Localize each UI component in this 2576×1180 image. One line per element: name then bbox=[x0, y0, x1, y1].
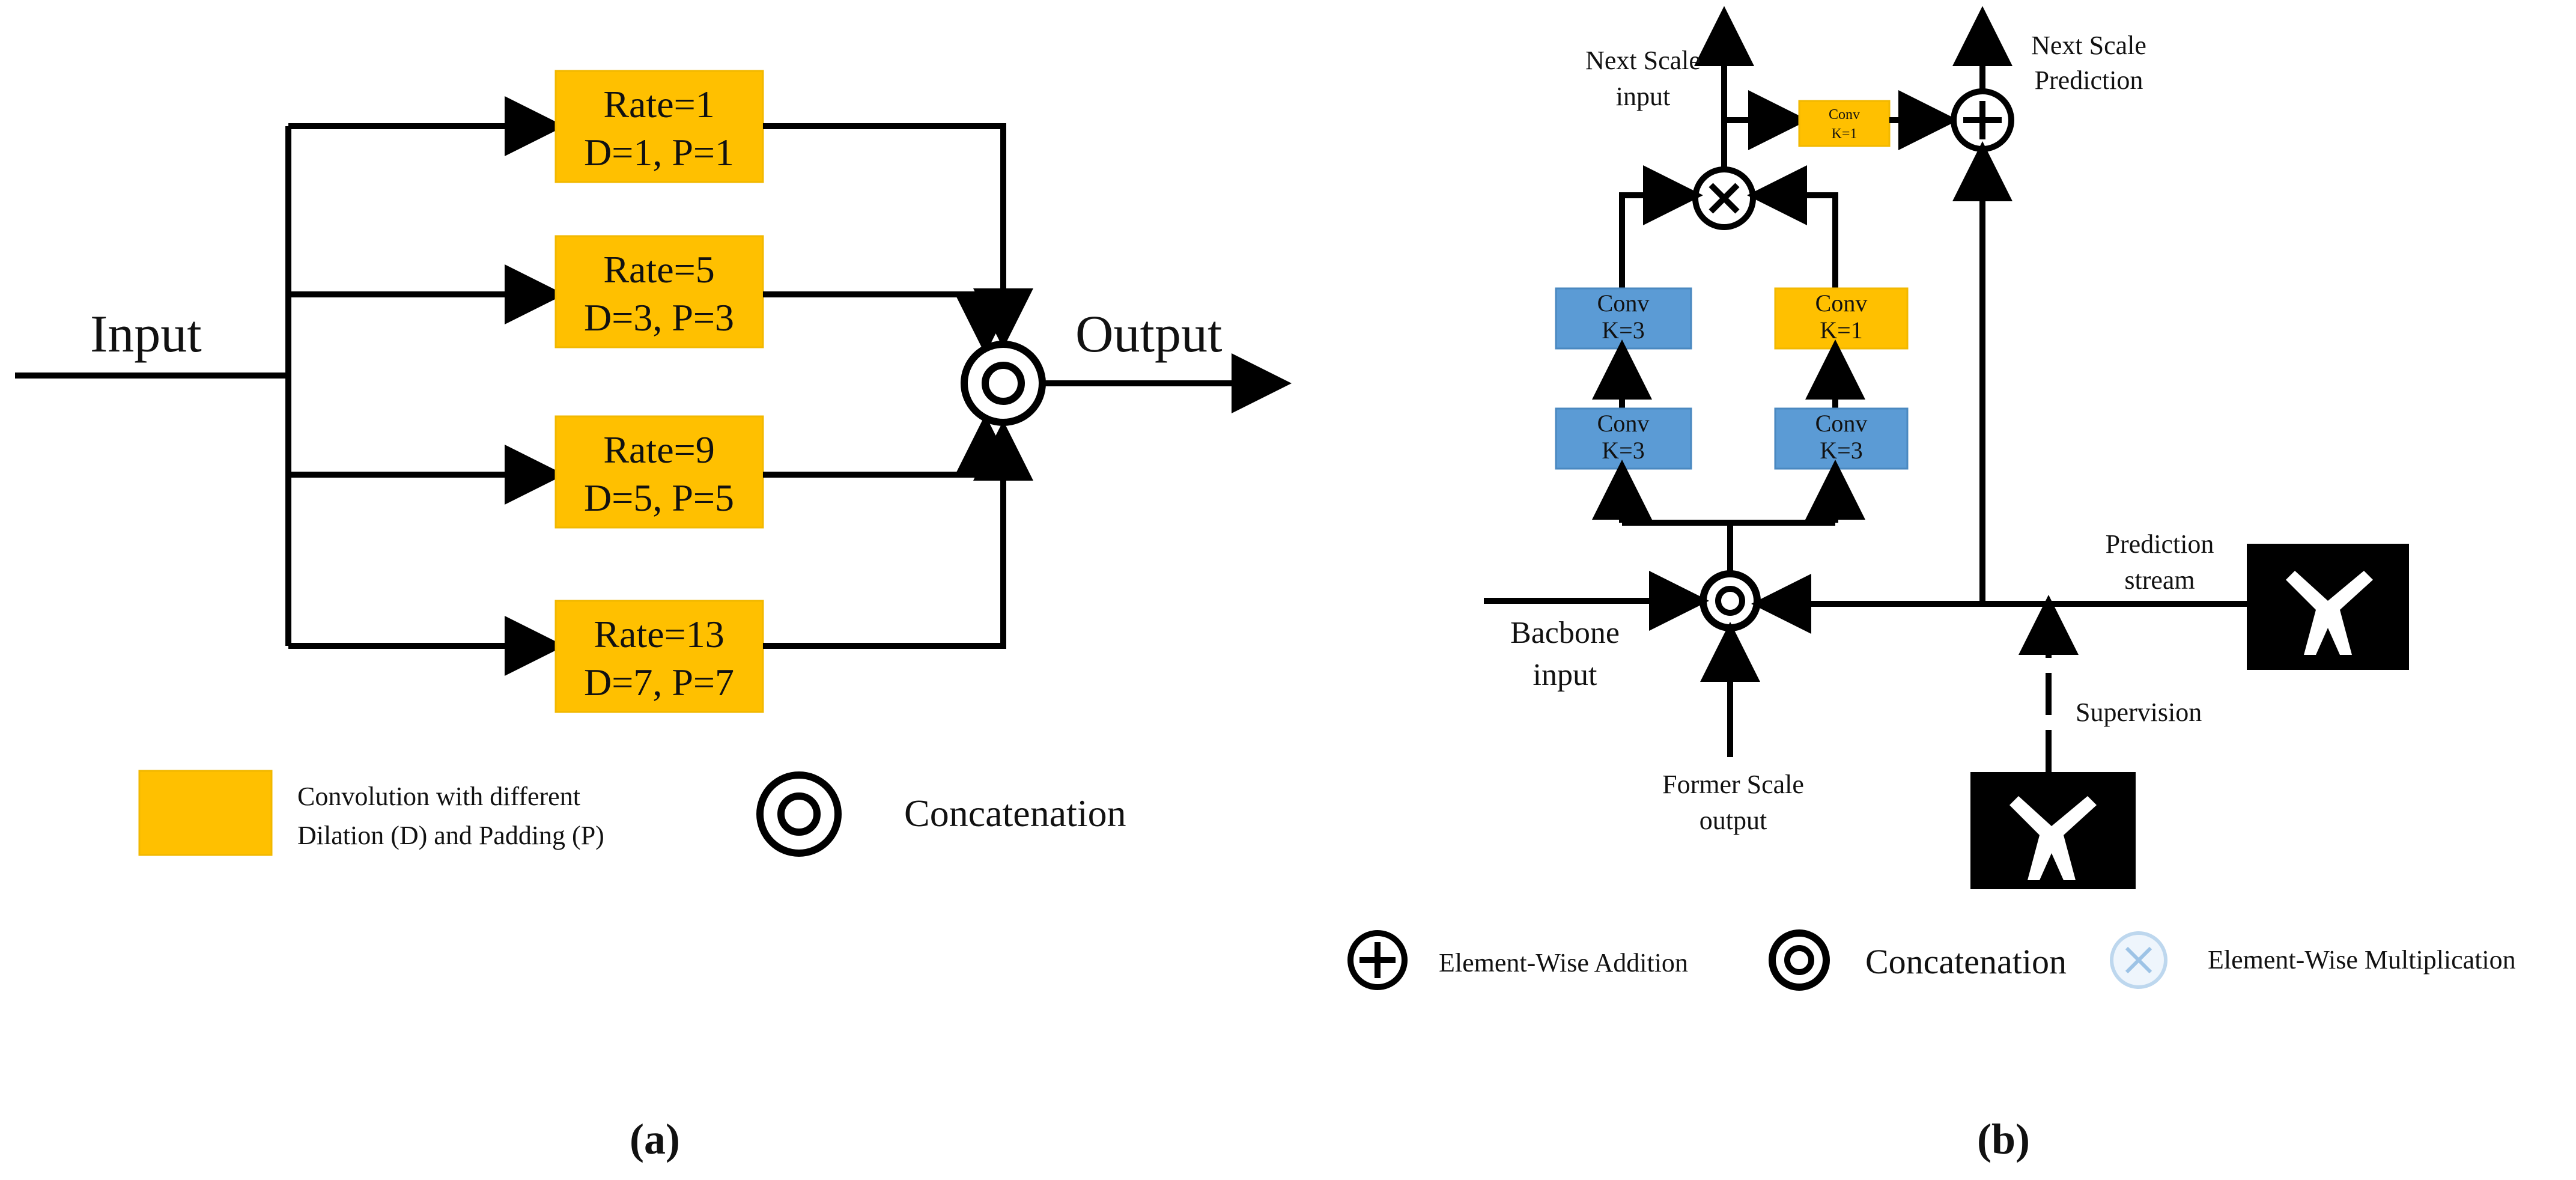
block-4-line1: Rate=13 bbox=[594, 613, 724, 655]
multiplication-symbol-b bbox=[1692, 166, 1756, 230]
conv-block-top-left bbox=[1555, 287, 1692, 350]
block-1-line1: Rate=1 bbox=[603, 83, 714, 126]
legend-conv-line1: Convolution with different bbox=[297, 782, 580, 811]
supervision-label: Supervision bbox=[2076, 698, 2202, 727]
next-scale-prediction-line2: Prediction bbox=[2035, 65, 2143, 95]
block3-to-concat bbox=[763, 415, 1015, 478]
right-branch-to-mult bbox=[1747, 165, 1838, 288]
legend-addition-icon bbox=[1347, 930, 1408, 990]
prediction-stream-line1: Prediction bbox=[2106, 529, 2214, 559]
block-3-line1: Rate=9 bbox=[603, 428, 714, 471]
conv-bottom-left-line1: Conv bbox=[1597, 410, 1650, 437]
legend-addition-label: Element-Wise Addition bbox=[1439, 948, 1688, 978]
conv-block-bottom-left bbox=[1555, 407, 1692, 470]
addition-symbol-b bbox=[1951, 88, 2014, 152]
backbone-input-line2: input bbox=[1533, 658, 1597, 692]
ground-truth-image bbox=[1970, 772, 2136, 889]
prediction-stream-line2: stream bbox=[2124, 565, 2195, 595]
small-conv-block bbox=[1798, 100, 1891, 147]
caption-b: (b) bbox=[1977, 1115, 2030, 1163]
concat-symbol-b bbox=[1700, 570, 1761, 631]
conv-bottom-left-line2: K=3 bbox=[1602, 437, 1644, 464]
caption-a: (a) bbox=[630, 1115, 680, 1163]
small-conv-line1: Conv bbox=[1829, 107, 1860, 123]
legend-multiplication-label: Element-Wise Multiplication bbox=[2208, 945, 2516, 975]
legend-conv-swatch bbox=[138, 770, 273, 856]
panel-b: Conv K=1 Conv K=3 Conv K=1 bbox=[1347, 6, 2516, 1163]
former-scale-line1: Former Scale bbox=[1662, 770, 1804, 799]
panel-a: Rate=1 D=1, P=1 Rate=5 D=3, P=3 Rate=9 D… bbox=[15, 70, 1292, 1163]
legend-concat-label-a: Concatenation bbox=[904, 792, 1126, 835]
legend-concat-label-b: Concatenation bbox=[1865, 942, 2067, 981]
prediction-image bbox=[2247, 544, 2409, 670]
conv-top-right-line1: Conv bbox=[1815, 290, 1868, 317]
left-branch-to-mult bbox=[1619, 165, 1703, 288]
backbone-input-line1: Bacbone bbox=[1510, 616, 1620, 650]
block4-to-concat bbox=[763, 421, 1033, 649]
conv-top-left-line1: Conv bbox=[1597, 290, 1650, 317]
block-4-line2: D=7, P=7 bbox=[584, 661, 734, 704]
conv-top-left-line2: K=3 bbox=[1602, 317, 1644, 344]
conv-block-bottom-right bbox=[1774, 407, 1909, 470]
output-label: Output bbox=[1075, 305, 1222, 363]
rate-block-4 bbox=[554, 600, 764, 713]
block-2-line1: Rate=5 bbox=[603, 248, 714, 291]
block-2-line2: D=3, P=3 bbox=[584, 296, 734, 339]
next-scale-input-line2: input bbox=[1616, 82, 1670, 111]
block-1-line2: D=1, P=1 bbox=[584, 131, 734, 174]
conv-bottom-right-line2: K=3 bbox=[1820, 437, 1862, 464]
input-label: Input bbox=[90, 305, 202, 363]
block2-to-concat bbox=[763, 291, 1015, 354]
conv-bottom-right-line1: Conv bbox=[1815, 410, 1868, 437]
concat-symbol-a bbox=[961, 341, 1046, 426]
conv-block-top-right bbox=[1774, 287, 1909, 350]
small-conv-line2: K=1 bbox=[1832, 126, 1858, 142]
legend-concat-icon-b bbox=[1769, 929, 1830, 991]
next-scale-prediction-line1: Next Scale bbox=[2031, 31, 2146, 60]
legend-concat-symbol-a bbox=[756, 771, 842, 857]
conv-top-right-line2: K=1 bbox=[1820, 317, 1862, 344]
block1-to-concat bbox=[763, 123, 1033, 348]
rate-block-1 bbox=[554, 70, 764, 183]
former-scale-line2: output bbox=[1700, 806, 1767, 835]
legend-multiplication-icon bbox=[2110, 931, 2167, 989]
next-scale-input-line1: Next Scale bbox=[1585, 46, 1701, 75]
legend-conv-line2: Dilation (D) and Padding (P) bbox=[297, 821, 604, 850]
block-3-line2: D=5, P=5 bbox=[584, 476, 734, 519]
